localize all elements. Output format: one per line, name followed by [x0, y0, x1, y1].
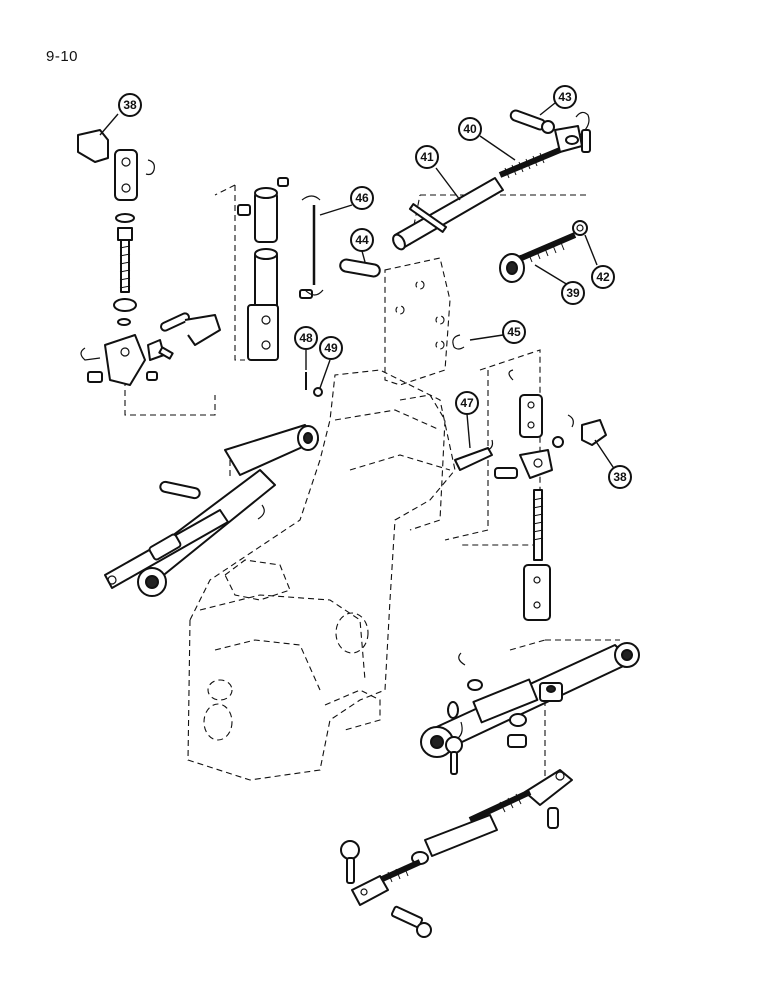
top-link-tube: [394, 177, 504, 249]
top-link-assembly: [392, 109, 591, 283]
callout-42: 42: [591, 265, 615, 289]
callout-41: 41: [415, 145, 439, 169]
adjusting-screw: [120, 239, 130, 293]
lift-rod-left: [237, 177, 313, 361]
callout-label: 49: [324, 341, 338, 355]
leveling-box-assembly-right: [494, 369, 607, 621]
page-number: 9-10: [46, 48, 79, 65]
callout-43: 43: [553, 85, 577, 109]
callout-label: 45: [507, 325, 521, 339]
clevis-upper-left: [114, 149, 138, 201]
callout-38-right: 38: [608, 465, 632, 489]
tractor-housing-outline: [187, 369, 456, 781]
callout-47: 47: [455, 391, 479, 415]
callout-label: 43: [558, 90, 572, 104]
callout-label: 46: [355, 191, 369, 205]
turnbuckle-assembly: [340, 736, 573, 938]
top-link-bracket: [339, 257, 465, 386]
callout-label: 41: [420, 150, 434, 164]
callout-49: 49: [319, 336, 343, 360]
thread-40: [504, 152, 545, 179]
lower-clevis-left: [104, 334, 146, 386]
callout-label: 47: [460, 396, 474, 410]
callout-label: 48: [299, 331, 313, 345]
callout-48: 48: [294, 326, 318, 350]
lift-rod-sleeve: [254, 191, 278, 243]
leveling-box-assembly-left: [77, 129, 221, 386]
callout-label: 39: [566, 286, 580, 300]
bracket-38-left: [77, 129, 109, 163]
left-lift-arm: [104, 424, 319, 597]
callout-44: 44: [350, 228, 374, 252]
right-lower-link: [420, 642, 640, 758]
callout-label: 38: [613, 470, 627, 484]
callout-39: 39: [561, 281, 585, 305]
callout-45: 45: [502, 320, 526, 344]
callout-38-top-left: 38: [118, 93, 142, 117]
callout-label: 44: [355, 233, 369, 247]
callout-label: 38: [123, 98, 137, 112]
screw-and-washer: [305, 372, 323, 397]
leader-lines: [99, 102, 616, 471]
turnbuckle-tube: [424, 814, 498, 857]
washer: [115, 213, 135, 223]
right-threaded-rod: [533, 489, 543, 561]
check-chain: [301, 195, 324, 296]
rod-47: [454, 439, 494, 471]
group-lines-left: [124, 184, 620, 790]
callout-label: 40: [463, 122, 477, 136]
bracket-38-right: [581, 419, 607, 446]
callout-label: 42: [596, 270, 610, 284]
callout-46: 46: [350, 186, 374, 210]
callout-40: 40: [458, 117, 482, 141]
